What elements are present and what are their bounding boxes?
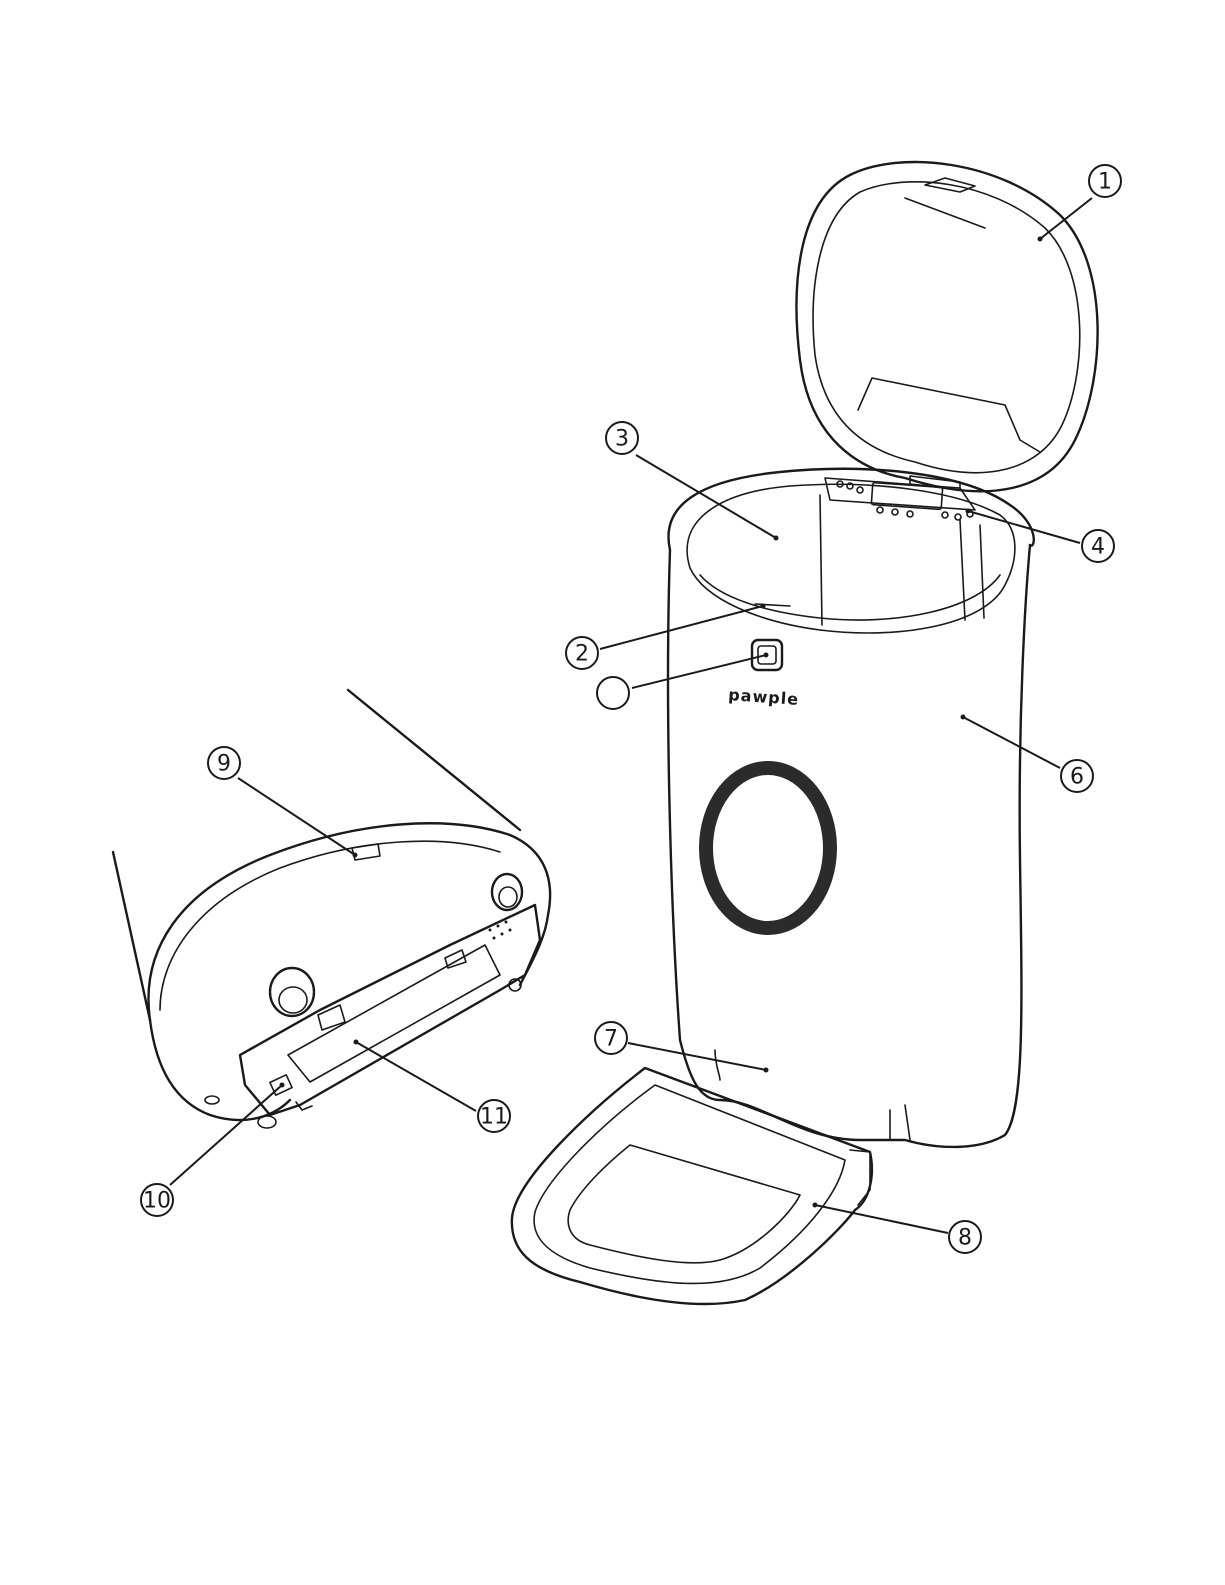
callout-number: 11 bbox=[480, 1105, 508, 1130]
callout-leader-line bbox=[636, 455, 776, 538]
callout-3: 3 bbox=[606, 422, 779, 541]
callout-leader-line bbox=[600, 606, 763, 649]
callout-number: 4 bbox=[1091, 535, 1105, 560]
food-tray bbox=[512, 1068, 872, 1304]
brand-label: pawple bbox=[728, 685, 800, 709]
callout-target-dot bbox=[813, 1203, 818, 1208]
callout-1: 1 bbox=[1038, 165, 1122, 242]
feeder-bottom-view bbox=[113, 690, 550, 1128]
foot bbox=[492, 874, 522, 910]
callout-target-dot bbox=[1038, 237, 1043, 242]
callout-target-dot bbox=[280, 1083, 285, 1088]
callout-number: 8 bbox=[958, 1226, 972, 1251]
callout-4: 4 bbox=[966, 509, 1115, 563]
callout-target-dot bbox=[961, 715, 966, 720]
callout-number: 9 bbox=[217, 752, 231, 777]
callout-8: 8 bbox=[813, 1203, 982, 1254]
callout-circle bbox=[597, 677, 629, 709]
callout-target-dot bbox=[966, 509, 971, 514]
callout-6: 6 bbox=[961, 715, 1094, 793]
viewing-window bbox=[706, 768, 830, 928]
callout-leader-line bbox=[356, 1042, 476, 1111]
callout-target-dot bbox=[761, 604, 766, 609]
callout-target-dot bbox=[354, 1040, 359, 1045]
callout-target-dot bbox=[774, 536, 779, 541]
callout-leader-line bbox=[632, 655, 766, 688]
callout-9: 9 bbox=[208, 747, 358, 858]
callout-leader-line bbox=[628, 1043, 766, 1070]
lid bbox=[797, 162, 1098, 491]
callout-11: 11 bbox=[354, 1040, 511, 1133]
feeder-upright: pawple bbox=[512, 162, 1098, 1304]
feeder-body: pawple bbox=[668, 469, 1034, 1147]
callout-leader-line bbox=[963, 717, 1060, 768]
callout-target-dot bbox=[353, 853, 358, 858]
callout-number: 7 bbox=[604, 1027, 618, 1052]
callout-10: 10 bbox=[141, 1083, 285, 1217]
callout-target-dot bbox=[764, 653, 769, 658]
callout-number: 2 bbox=[575, 642, 589, 667]
callout-leader-line bbox=[815, 1205, 948, 1233]
callout-2: 2 bbox=[566, 604, 766, 670]
callout-number: 3 bbox=[615, 427, 629, 452]
foot bbox=[270, 968, 314, 1016]
callout-number: 6 bbox=[1070, 765, 1084, 790]
callout-number: 1 bbox=[1098, 170, 1112, 195]
callout-target-dot bbox=[764, 1068, 769, 1073]
callout-leader-line bbox=[238, 778, 355, 855]
callout-number: 10 bbox=[143, 1189, 171, 1214]
